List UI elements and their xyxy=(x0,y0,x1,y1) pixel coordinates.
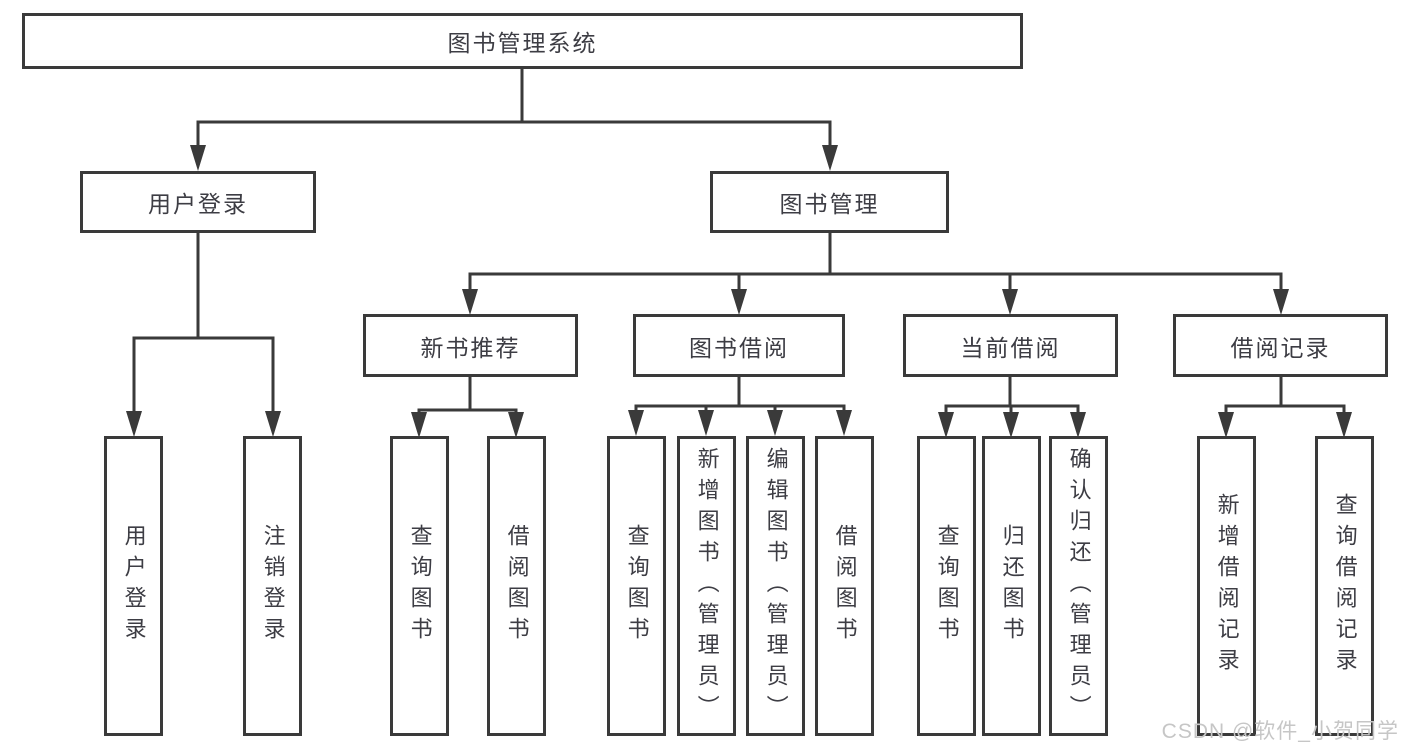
leaf-add-book-admin-label: 新增图书（管理员） xyxy=(694,446,720,726)
leaf-query-borrow-record-label: 查询借阅记录 xyxy=(1332,493,1358,679)
leaf-query-books-recommend: 查询图书 xyxy=(390,436,449,736)
leaf-borrow-books-recommend: 借阅图书 xyxy=(487,436,546,736)
csdn-watermark: CSDN @软件_小贺同学 xyxy=(1161,720,1399,743)
leaf-query-books-current-label: 查询图书 xyxy=(934,524,960,648)
node-new-book-recommend-label: 新书推荐 xyxy=(420,334,521,361)
leaf-edit-book-admin-label: 编辑图书（管理员） xyxy=(763,446,789,726)
leaf-edit-book-admin: 编辑图书（管理员） xyxy=(746,436,805,736)
node-book-borrow-label: 图书借阅 xyxy=(689,334,789,361)
leaf-add-borrow-record-label: 新增借阅记录 xyxy=(1214,493,1240,679)
node-root-label: 图书管理系统 xyxy=(447,30,598,56)
node-user-login: 用户登录 xyxy=(80,171,316,233)
leaf-return-book: 归还图书 xyxy=(982,436,1041,736)
leaf-user-login: 用户登录 xyxy=(104,436,163,736)
leaf-query-books-borrow: 查询图书 xyxy=(607,436,666,736)
leaf-confirm-return-admin-label: 确认归还（管理员） xyxy=(1066,446,1092,726)
leaf-user-login-label: 用户登录 xyxy=(121,524,147,648)
node-root: 图书管理系统 xyxy=(22,13,1023,69)
leaf-add-borrow-record: 新增借阅记录 xyxy=(1197,436,1256,736)
node-new-book-recommend: 新书推荐 xyxy=(363,314,578,377)
tree-lines xyxy=(132,69,1346,418)
leaf-confirm-return-admin: 确认归还（管理员） xyxy=(1049,436,1108,736)
node-borrow-records: 借阅记录 xyxy=(1173,314,1388,377)
leaf-borrow-book-label: 借阅图书 xyxy=(832,524,858,648)
leaf-add-book-admin: 新增图书（管理员） xyxy=(677,436,736,736)
node-book-management: 图书管理 xyxy=(710,171,949,233)
leaf-borrow-books-recommend-label: 借阅图书 xyxy=(504,524,530,648)
node-book-management-label: 图书管理 xyxy=(779,191,880,217)
leaf-query-books-current: 查询图书 xyxy=(917,436,976,736)
node-user-login-label: 用户登录 xyxy=(148,191,248,217)
node-current-borrow-label: 当前借阅 xyxy=(960,334,1061,361)
leaf-borrow-book: 借阅图书 xyxy=(815,436,874,736)
leaf-return-book-label: 归还图书 xyxy=(999,524,1025,648)
leaf-logout: 注销登录 xyxy=(243,436,302,736)
leaf-query-borrow-record: 查询借阅记录 xyxy=(1315,436,1374,736)
leaf-logout-label: 注销登录 xyxy=(260,524,286,648)
arrowheads xyxy=(126,145,1352,438)
node-book-borrow: 图书借阅 xyxy=(633,314,845,377)
leaf-query-books-recommend-label: 查询图书 xyxy=(407,524,433,648)
node-borrow-records-label: 借阅记录 xyxy=(1230,334,1331,361)
node-current-borrow: 当前借阅 xyxy=(903,314,1118,377)
leaf-query-books-borrow-label: 查询图书 xyxy=(624,524,650,648)
